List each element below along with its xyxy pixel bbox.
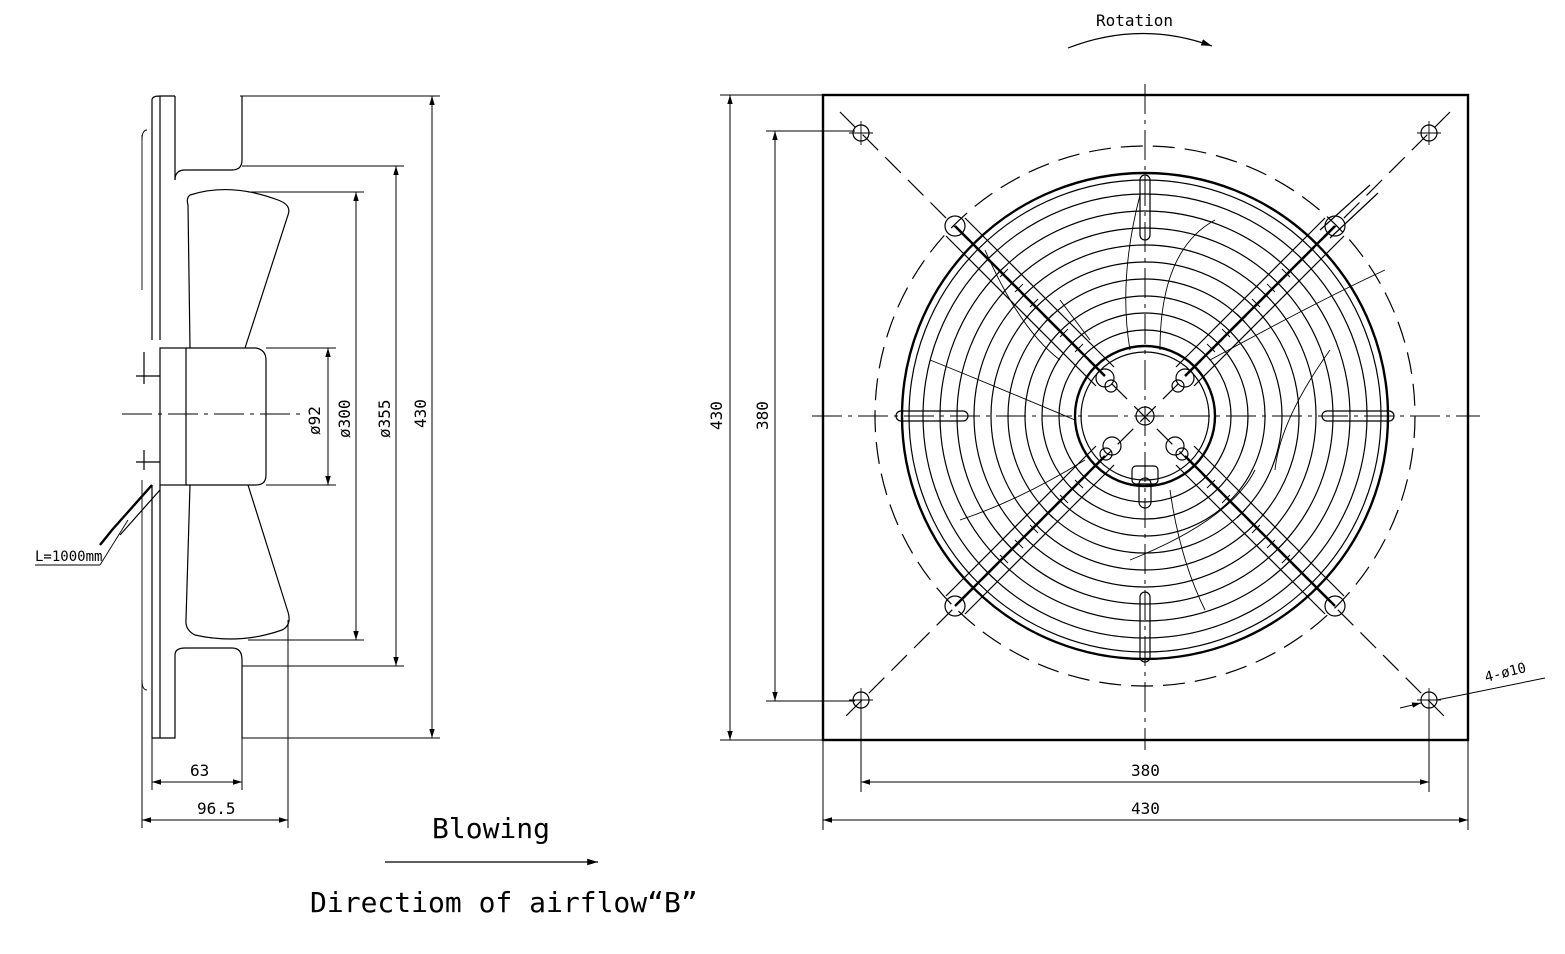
blowing-label: Blowing — [432, 812, 550, 845]
hub-center — [1131, 406, 1159, 509]
rotation-label: Rotation — [1096, 11, 1173, 30]
support-arm-br — [1165, 436, 1346, 617]
arm-ticks — [984, 253, 1306, 579]
dim-d92-label: ø92 — [305, 406, 324, 435]
dim-430-vertical-label: 430 — [707, 401, 726, 430]
guard-clips — [895, 174, 1395, 663]
airflow-direction-label: Directiom of airflow“B” — [310, 886, 698, 919]
dim-430-horizontal-label: 430 — [1131, 799, 1160, 818]
side-view: L=1000mm 63 96.5 ø92 ø300 ø355 430 — [35, 95, 440, 828]
captions: Blowing Directiom of airflow“B” — [310, 812, 698, 919]
cable-length-label: L=1000mm — [35, 549, 102, 565]
support-arm-tr — [1171, 215, 1346, 393]
dim-430-side-label: 430 — [411, 399, 430, 428]
dim-d300-label: ø300 — [335, 399, 354, 438]
guard-rings — [900, 171, 1390, 661]
support-arm-bl — [944, 436, 1122, 617]
support-arm-tl — [944, 215, 1118, 393]
front-view: Rotation 430 380 380 430 4-ø10 — [707, 11, 1546, 830]
mounting-hole-tr — [1417, 121, 1441, 145]
dim-380-vertical-label: 380 — [753, 401, 772, 430]
dim-d355-label: ø355 — [375, 399, 394, 438]
dim-380-horizontal-label: 380 — [1131, 761, 1160, 780]
mounting-hole-tl — [849, 121, 873, 145]
dim-96-5-label: 96.5 — [197, 799, 236, 818]
holes-label: 4-ø10 — [1483, 660, 1528, 686]
blades — [929, 194, 1386, 611]
dim-63-label: 63 — [190, 761, 209, 780]
